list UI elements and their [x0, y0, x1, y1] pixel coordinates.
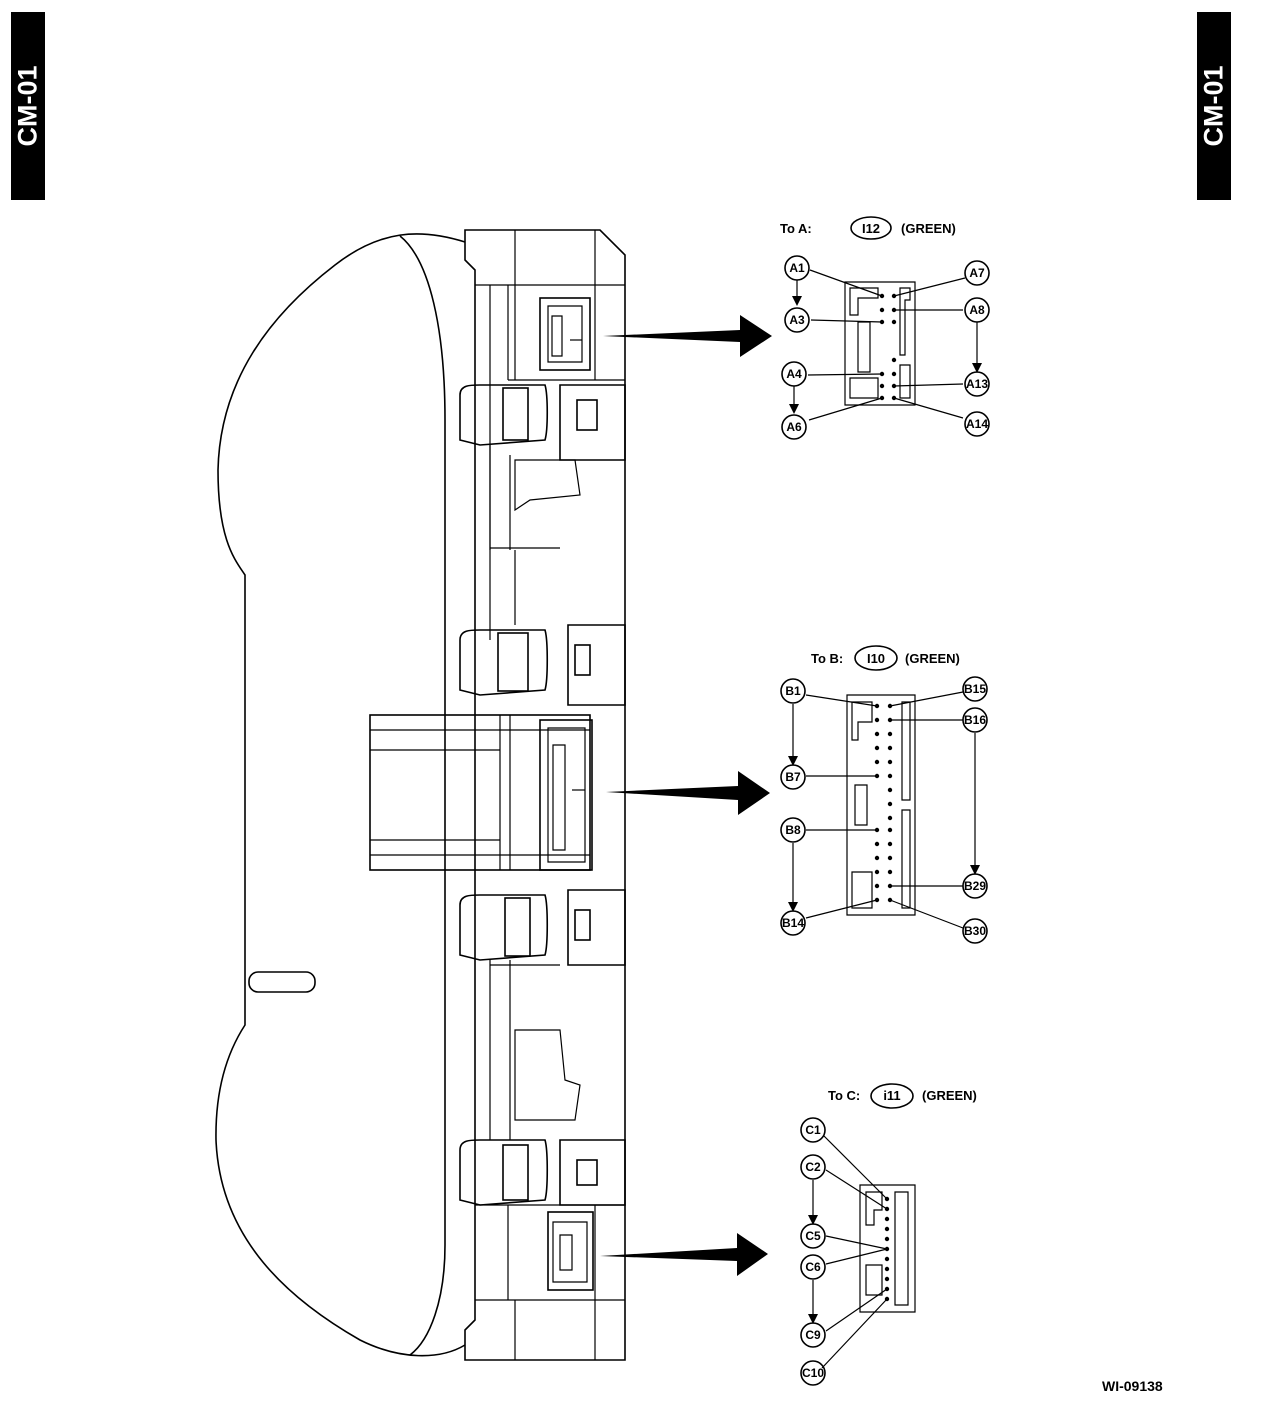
pin-label-c1: C1	[800, 1117, 826, 1143]
pin-label-b30: B30	[962, 918, 988, 944]
svg-text:A4: A4	[786, 367, 802, 381]
pin-label-c5: C5	[800, 1223, 826, 1249]
svg-text:C5: C5	[805, 1229, 821, 1243]
connector-b-callout: To B: I10 (GREEN)	[780, 645, 988, 944]
svg-text:A7: A7	[969, 266, 985, 280]
svg-text:C6: C6	[805, 1260, 821, 1274]
connector-c-color: (GREEN)	[922, 1088, 977, 1103]
svg-text:B29: B29	[964, 879, 986, 893]
connector-a-color: (GREEN)	[901, 221, 956, 236]
connector-a-callout: To A: I12 (GREEN)	[780, 216, 990, 440]
pin-label-a6: A6	[781, 414, 807, 440]
connector-b-code-oval	[854, 645, 898, 671]
svg-text:A6: A6	[786, 420, 802, 434]
connector-c-prefix: To C:	[828, 1088, 860, 1103]
figure-id: WI-09138	[1102, 1378, 1163, 1394]
svg-text:B7: B7	[785, 770, 801, 784]
connector-b-color: (GREEN)	[905, 651, 960, 666]
pin-label-b15: B15	[962, 676, 988, 702]
svg-text:B16: B16	[964, 713, 986, 727]
pin-label-b29: B29	[962, 873, 988, 899]
svg-text:A14: A14	[966, 417, 988, 431]
connector-a-code-oval	[850, 216, 892, 240]
connector-b-code: I10	[867, 651, 885, 666]
pin-label-c2: C2	[800, 1154, 826, 1180]
connector-a-code: I12	[862, 221, 880, 236]
svg-text:B1: B1	[785, 684, 801, 698]
pin-label-a3: A3	[784, 307, 810, 333]
section-tab-right: CM-01	[1197, 12, 1231, 200]
combination-meter-body	[215, 229, 626, 1361]
svg-text:C9: C9	[805, 1328, 821, 1342]
svg-text:A8: A8	[969, 303, 985, 317]
pin-label-a1: A1	[784, 255, 810, 281]
connector-b-prefix: To B:	[811, 651, 843, 666]
section-tab-left: CM-01	[11, 12, 45, 200]
pin-label-a7: A7	[964, 260, 990, 286]
pin-label-b8: B8	[780, 817, 806, 843]
svg-text:C1: C1	[805, 1123, 821, 1137]
connector-c-code: i11	[883, 1088, 900, 1103]
svg-text:B30: B30	[964, 924, 986, 938]
connector-a-face	[844, 281, 916, 406]
pin-label-a8: A8	[964, 297, 990, 323]
meter-connector-a	[539, 297, 591, 371]
connector-c-face	[859, 1184, 916, 1313]
svg-text:B8: B8	[785, 823, 801, 837]
callout-arrow-b	[606, 771, 770, 815]
callout-arrow-c	[600, 1233, 768, 1276]
pin-label-c10: C10	[800, 1360, 826, 1386]
svg-text:B15: B15	[964, 682, 986, 696]
pin-label-a14: A14	[964, 411, 990, 437]
svg-text:A1: A1	[789, 261, 805, 275]
pin-label-a13: A13	[964, 371, 990, 397]
svg-text:C10: C10	[802, 1366, 824, 1380]
pin-label-a4: A4	[781, 361, 807, 387]
pin-label-b1: B1	[780, 678, 806, 704]
meter-connector-c	[547, 1211, 594, 1291]
connector-c-code-oval	[870, 1083, 914, 1109]
pin-label-b7: B7	[780, 764, 806, 790]
pin-label-c9: C9	[800, 1322, 826, 1348]
meter-connector-b	[539, 719, 593, 871]
connector-b-face	[846, 694, 916, 916]
svg-text:A13: A13	[966, 377, 988, 391]
connector-c-callout: To C: i11 (GREEN) C1 C2 C5 C6 C9	[800, 1083, 977, 1386]
connector-a-prefix: To A:	[780, 221, 812, 236]
pin-label-c6: C6	[800, 1254, 826, 1280]
connector-a-pins	[879, 293, 897, 401]
callout-arrow-a	[603, 315, 772, 357]
pin-label-b14: B14	[780, 910, 806, 936]
connector-b-pins	[874, 703, 893, 903]
svg-text:B14: B14	[782, 916, 804, 930]
svg-text:A3: A3	[789, 313, 805, 327]
svg-text:C2: C2	[805, 1160, 821, 1174]
pin-label-b16: B16	[962, 707, 988, 733]
